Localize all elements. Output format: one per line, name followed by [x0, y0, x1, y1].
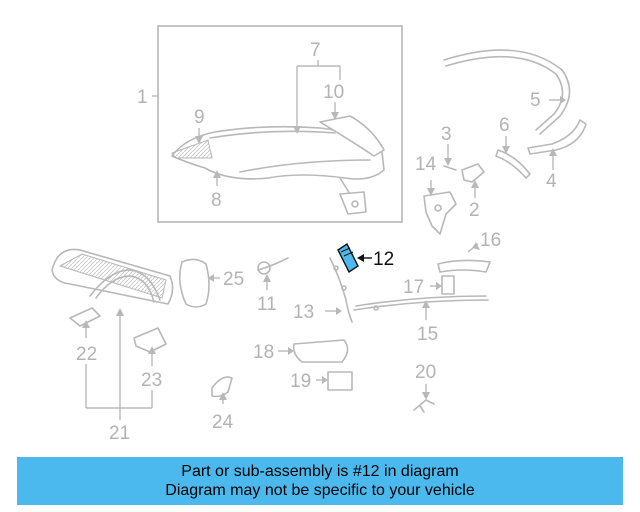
- label-17[interactable]: 17: [403, 277, 424, 298]
- label-2[interactable]: 2: [469, 200, 480, 221]
- soft-top-mesh-part[interactable]: [171, 139, 213, 159]
- bracket-part[interactable]: [69, 307, 101, 327]
- cable-part[interactable]: [257, 257, 289, 271]
- label-3[interactable]: 3: [441, 124, 452, 145]
- latch-part[interactable]: [461, 163, 485, 183]
- label-24[interactable]: 24: [212, 412, 234, 433]
- info-banner: Part or sub-assembly is #12 in diagram D…: [17, 457, 623, 505]
- label-13[interactable]: 13: [293, 302, 314, 323]
- banner-line-2: Diagram may not be specific to your vehi…: [165, 482, 475, 499]
- label-16[interactable]: 16: [480, 230, 501, 251]
- label-21[interactable]: 21: [109, 423, 130, 444]
- cover-cap-part[interactable]: [327, 371, 353, 391]
- label-15[interactable]: 15: [417, 324, 438, 345]
- side-rail-part[interactable]: [353, 299, 489, 311]
- hook-part[interactable]: [413, 399, 435, 413]
- label-12[interactable]: 12: [373, 249, 394, 270]
- top-hinge-bracket-part[interactable]: [339, 191, 367, 215]
- label-10[interactable]: 10: [323, 82, 344, 103]
- part-12-highlighted[interactable]: [337, 242, 359, 274]
- label-6[interactable]: 6: [499, 115, 510, 136]
- label-5[interactable]: 5: [530, 90, 541, 111]
- side-seal-strip-part[interactable]: [527, 119, 587, 155]
- mount-part[interactable]: [133, 327, 167, 353]
- wind-deflector-part[interactable]: [51, 248, 174, 305]
- handle-part[interactable]: [211, 376, 233, 398]
- label-22[interactable]: 22: [76, 344, 97, 365]
- soft-top-part[interactable]: [171, 125, 385, 195]
- door-seal-strip-part[interactable]: [495, 149, 531, 179]
- clip-part[interactable]: [441, 275, 455, 295]
- label-23[interactable]: 23: [141, 370, 162, 391]
- label-25[interactable]: 25: [223, 269, 244, 290]
- rear-window-part[interactable]: [319, 115, 385, 157]
- label-4[interactable]: 4: [546, 171, 557, 192]
- label-18[interactable]: 18: [253, 342, 274, 363]
- label-8[interactable]: 8: [211, 190, 222, 211]
- storage-bag-part[interactable]: [292, 339, 349, 363]
- soft-top-assembly-box: [157, 25, 403, 223]
- label-14[interactable]: 14: [415, 154, 437, 175]
- label-11[interactable]: 11: [257, 294, 277, 315]
- banner-line-1: Part or sub-assembly is #12 in diagram: [181, 463, 459, 480]
- headrest-cover-part[interactable]: [178, 258, 210, 308]
- label-9[interactable]: 9: [194, 107, 205, 128]
- label-7[interactable]: 7: [310, 40, 321, 61]
- roof-seal-strip-part[interactable]: [443, 49, 571, 135]
- label-20[interactable]: 20: [415, 362, 436, 383]
- label-1[interactable]: 1: [137, 87, 148, 108]
- label-19[interactable]: 19: [290, 371, 311, 392]
- trim-molding-part[interactable]: [437, 259, 491, 273]
- hinge-mechanism-part[interactable]: [423, 191, 457, 235]
